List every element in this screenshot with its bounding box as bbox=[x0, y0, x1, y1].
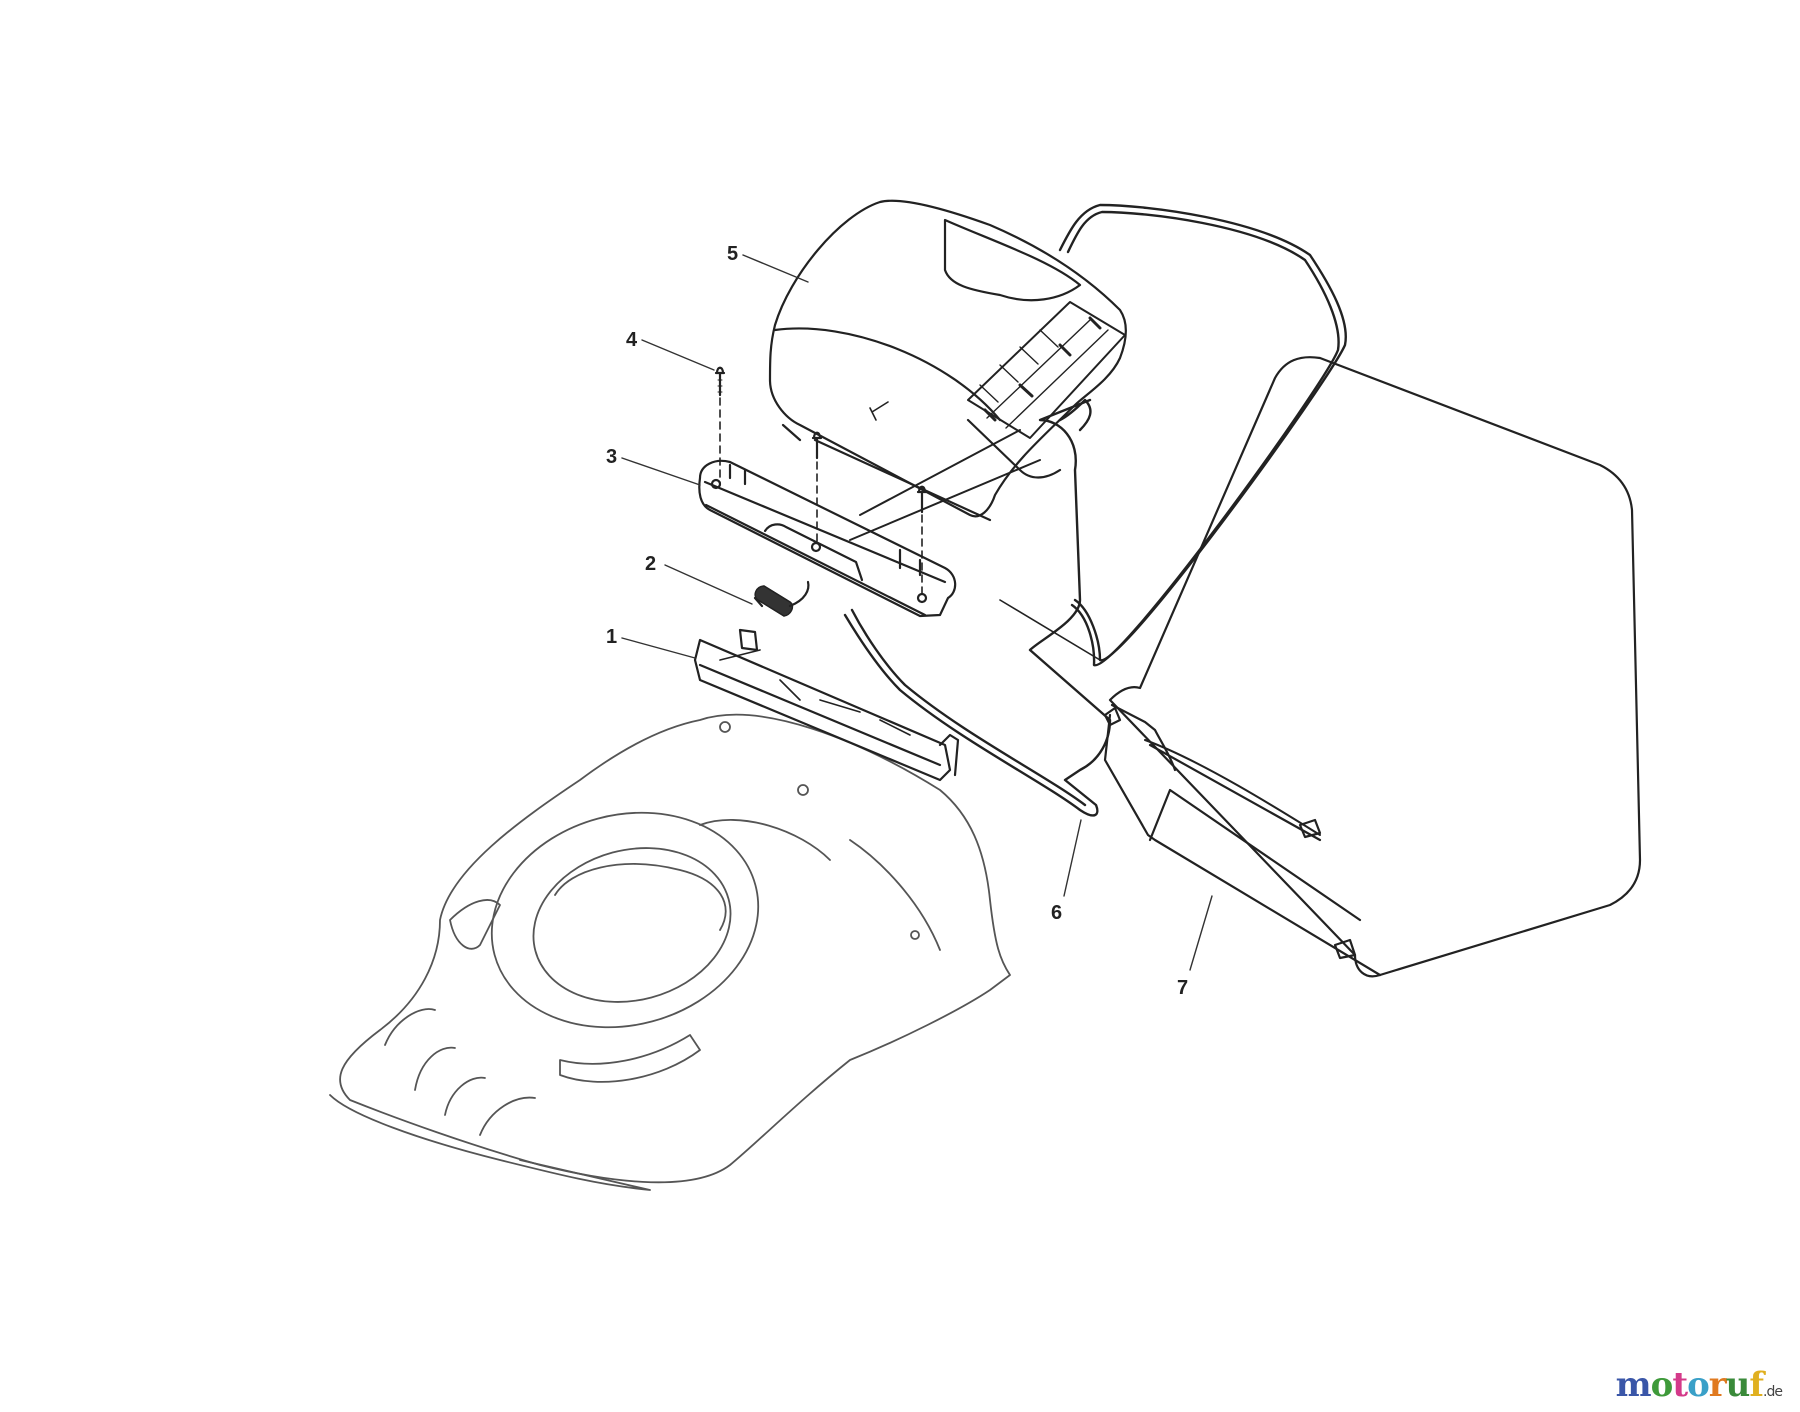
watermark-tld: .de bbox=[1763, 1384, 1783, 1400]
watermark-letter: o bbox=[1650, 1365, 1674, 1405]
watermark-letter: u bbox=[1725, 1365, 1751, 1405]
callout-3: 3 bbox=[606, 446, 618, 468]
collector-frame bbox=[843, 203, 1347, 817]
watermark-letter: f bbox=[1749, 1365, 1764, 1405]
watermark-letter: r bbox=[1708, 1365, 1727, 1405]
callout-1: 1 bbox=[606, 626, 618, 648]
hinge-bracket bbox=[693, 628, 960, 782]
collector-bag bbox=[1103, 356, 1642, 978]
spring bbox=[753, 580, 810, 617]
callout-7: 7 bbox=[1177, 977, 1189, 999]
callout-4: 4 bbox=[626, 329, 638, 351]
collector-lid bbox=[768, 199, 1127, 522]
mower-deck bbox=[329, 713, 1011, 1191]
callout-6: 6 bbox=[1051, 902, 1063, 924]
watermark-letter: o bbox=[1687, 1365, 1710, 1405]
callout-5: 5 bbox=[727, 243, 739, 265]
watermark-letter: t bbox=[1672, 1365, 1688, 1405]
callout-2: 2 bbox=[645, 553, 657, 575]
watermark-letter: m bbox=[1615, 1365, 1652, 1405]
leader-lines bbox=[621, 254, 1213, 971]
watermark-logo: motoruf.de bbox=[1615, 1365, 1783, 1405]
